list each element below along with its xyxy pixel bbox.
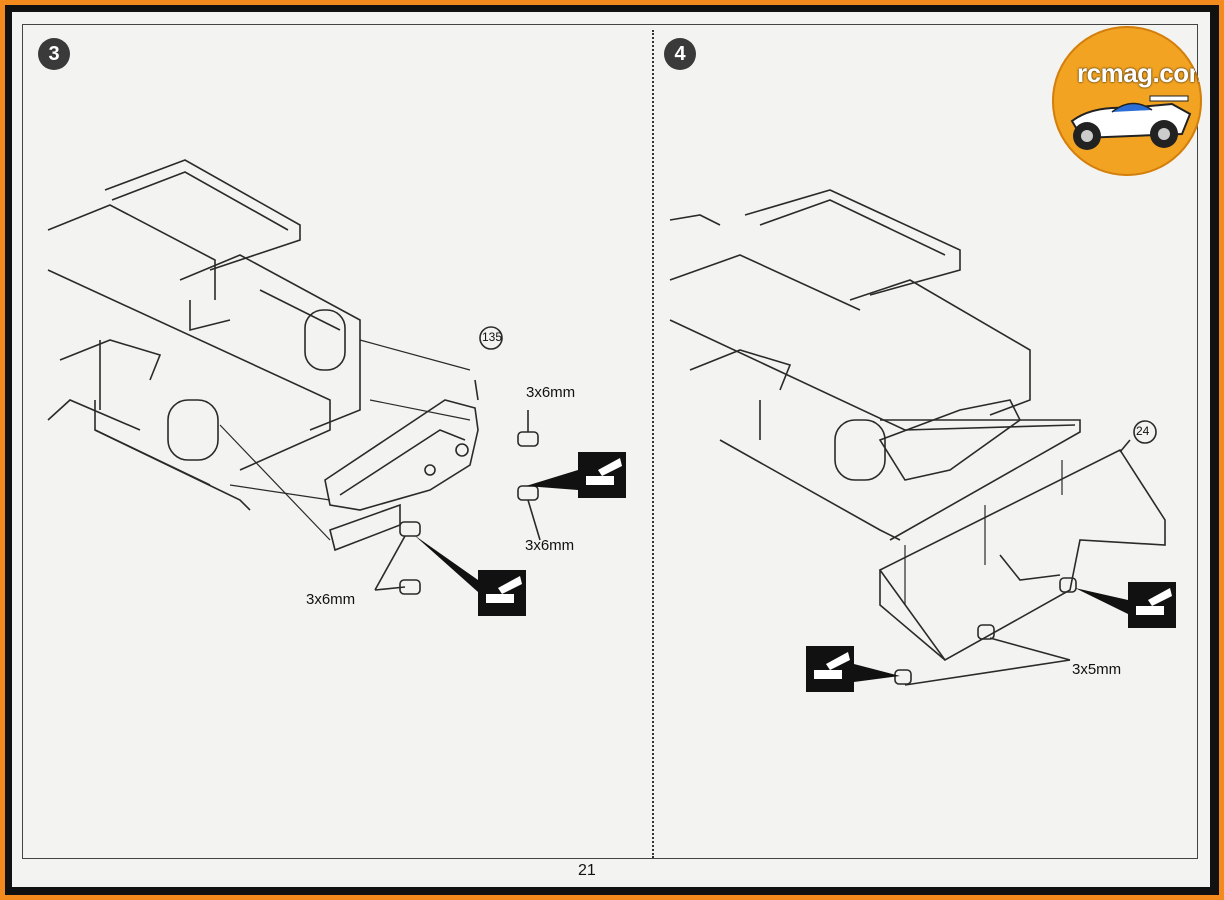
logo-brand-text: rcmag.com xyxy=(1077,58,1202,88)
rcmag-logo: rcmag.com xyxy=(1052,26,1202,176)
part-135-label: 135 xyxy=(482,330,503,344)
screwdriver-icon-step3-a xyxy=(526,452,626,498)
step-3-arrows xyxy=(219,339,471,541)
screw-size-label-2: 3x6mm xyxy=(525,537,575,554)
screw-size-label-1: 3x6mm xyxy=(526,384,576,401)
screwdriver-icon-step4-a xyxy=(1075,582,1176,628)
step-3-number: 3 xyxy=(48,42,60,65)
step-4-screws xyxy=(894,577,1077,686)
step-4-number: 4 xyxy=(674,42,686,65)
part-24-label: 24 xyxy=(1136,424,1150,438)
logo-car-icon xyxy=(1070,95,1192,150)
step-3-chassis-drawing xyxy=(47,159,361,511)
screwdriver-icon-step3-b xyxy=(414,535,526,616)
manual-page xyxy=(12,12,1210,887)
step-divider xyxy=(652,30,654,858)
step-3-badge: 3 xyxy=(38,38,70,70)
step-4-badge: 4 xyxy=(664,38,696,70)
step-3-screws xyxy=(374,410,541,595)
screwdriver-icons xyxy=(414,452,1176,692)
screw-size-label-4: 3x5mm xyxy=(1072,661,1122,678)
screw-size-label-3: 3x6mm xyxy=(306,591,356,608)
page-number: 21 xyxy=(578,862,596,879)
screwdriver-icon-step4-b xyxy=(806,646,900,692)
step-4-arrows xyxy=(904,460,1063,605)
step-4-part-24-drawing xyxy=(878,420,1166,662)
step-4-chassis-drawing xyxy=(669,189,1081,541)
instruction-panel xyxy=(22,24,1198,859)
step-3-part-135-drawing xyxy=(324,326,503,552)
